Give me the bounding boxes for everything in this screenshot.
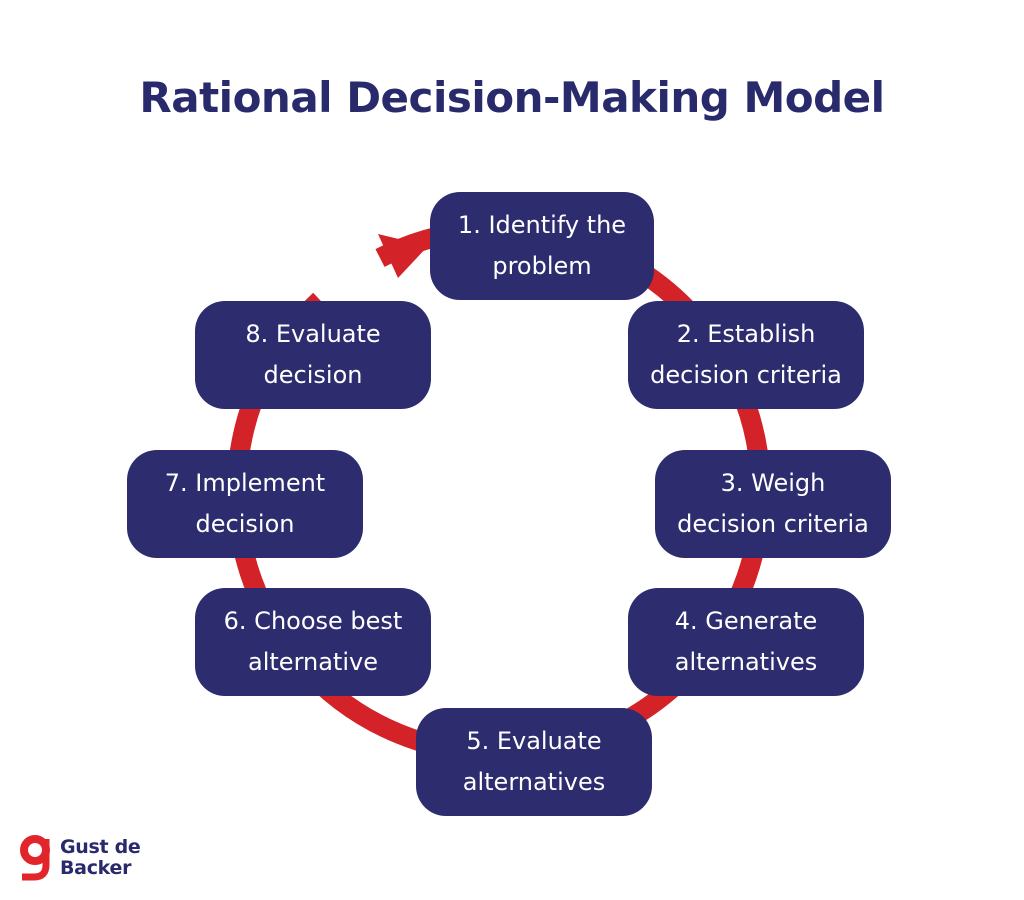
step-5-line-1: 5. Evaluate bbox=[466, 727, 602, 755]
brand-name: Gust de Backer bbox=[60, 837, 141, 879]
step-5-line-2: alternatives bbox=[462, 768, 606, 796]
step-6-line-2: alternative bbox=[248, 648, 378, 676]
brand-logo: Gust de Backer bbox=[18, 835, 178, 885]
brand-name-line-2: Backer bbox=[60, 857, 132, 879]
step-3-line-2: decision criteria bbox=[677, 510, 869, 538]
step-7-implement-decision: 7. Implement decision bbox=[127, 450, 363, 558]
step-6-choose-best-alternative: 6. Choose best alternative bbox=[195, 588, 431, 696]
step-2-establish-criteria: 2. Establish decision criteria bbox=[628, 301, 864, 409]
step-8-line-2: decision bbox=[263, 361, 363, 389]
step-2-line-2: decision criteria bbox=[650, 361, 842, 389]
step-1-identify-problem: 1. Identify the problem bbox=[430, 192, 654, 300]
step-1-line-1: 1. Identify the bbox=[457, 211, 627, 239]
step-3-line-1: 3. Weigh bbox=[720, 469, 826, 497]
step-8-evaluate-decision: 8. Evaluate decision bbox=[195, 301, 431, 409]
step-3-weigh-criteria: 3. Weigh decision criteria bbox=[655, 450, 891, 558]
step-7-line-1: 7. Implement bbox=[164, 469, 326, 497]
step-7-line-2: decision bbox=[195, 510, 295, 538]
g-logo-icon bbox=[20, 835, 50, 881]
brand-name-line-1: Gust de bbox=[60, 836, 141, 858]
step-8-line-1: 8. Evaluate bbox=[245, 320, 381, 348]
page-title: Rational Decision-Making Model bbox=[139, 73, 885, 122]
step-1-line-2: problem bbox=[492, 252, 592, 280]
cycle-arrowhead-icon bbox=[378, 234, 428, 278]
step-6-line-1: 6. Choose best bbox=[223, 607, 403, 635]
step-4-line-1: 4. Generate bbox=[674, 607, 818, 635]
step-4-generate-alternatives: 4. Generate alternatives bbox=[628, 588, 864, 696]
step-4-line-2: alternatives bbox=[674, 648, 818, 676]
step-2-line-1: 2. Establish bbox=[676, 320, 816, 348]
step-5-evaluate-alternatives: 5. Evaluate alternatives bbox=[416, 708, 652, 816]
